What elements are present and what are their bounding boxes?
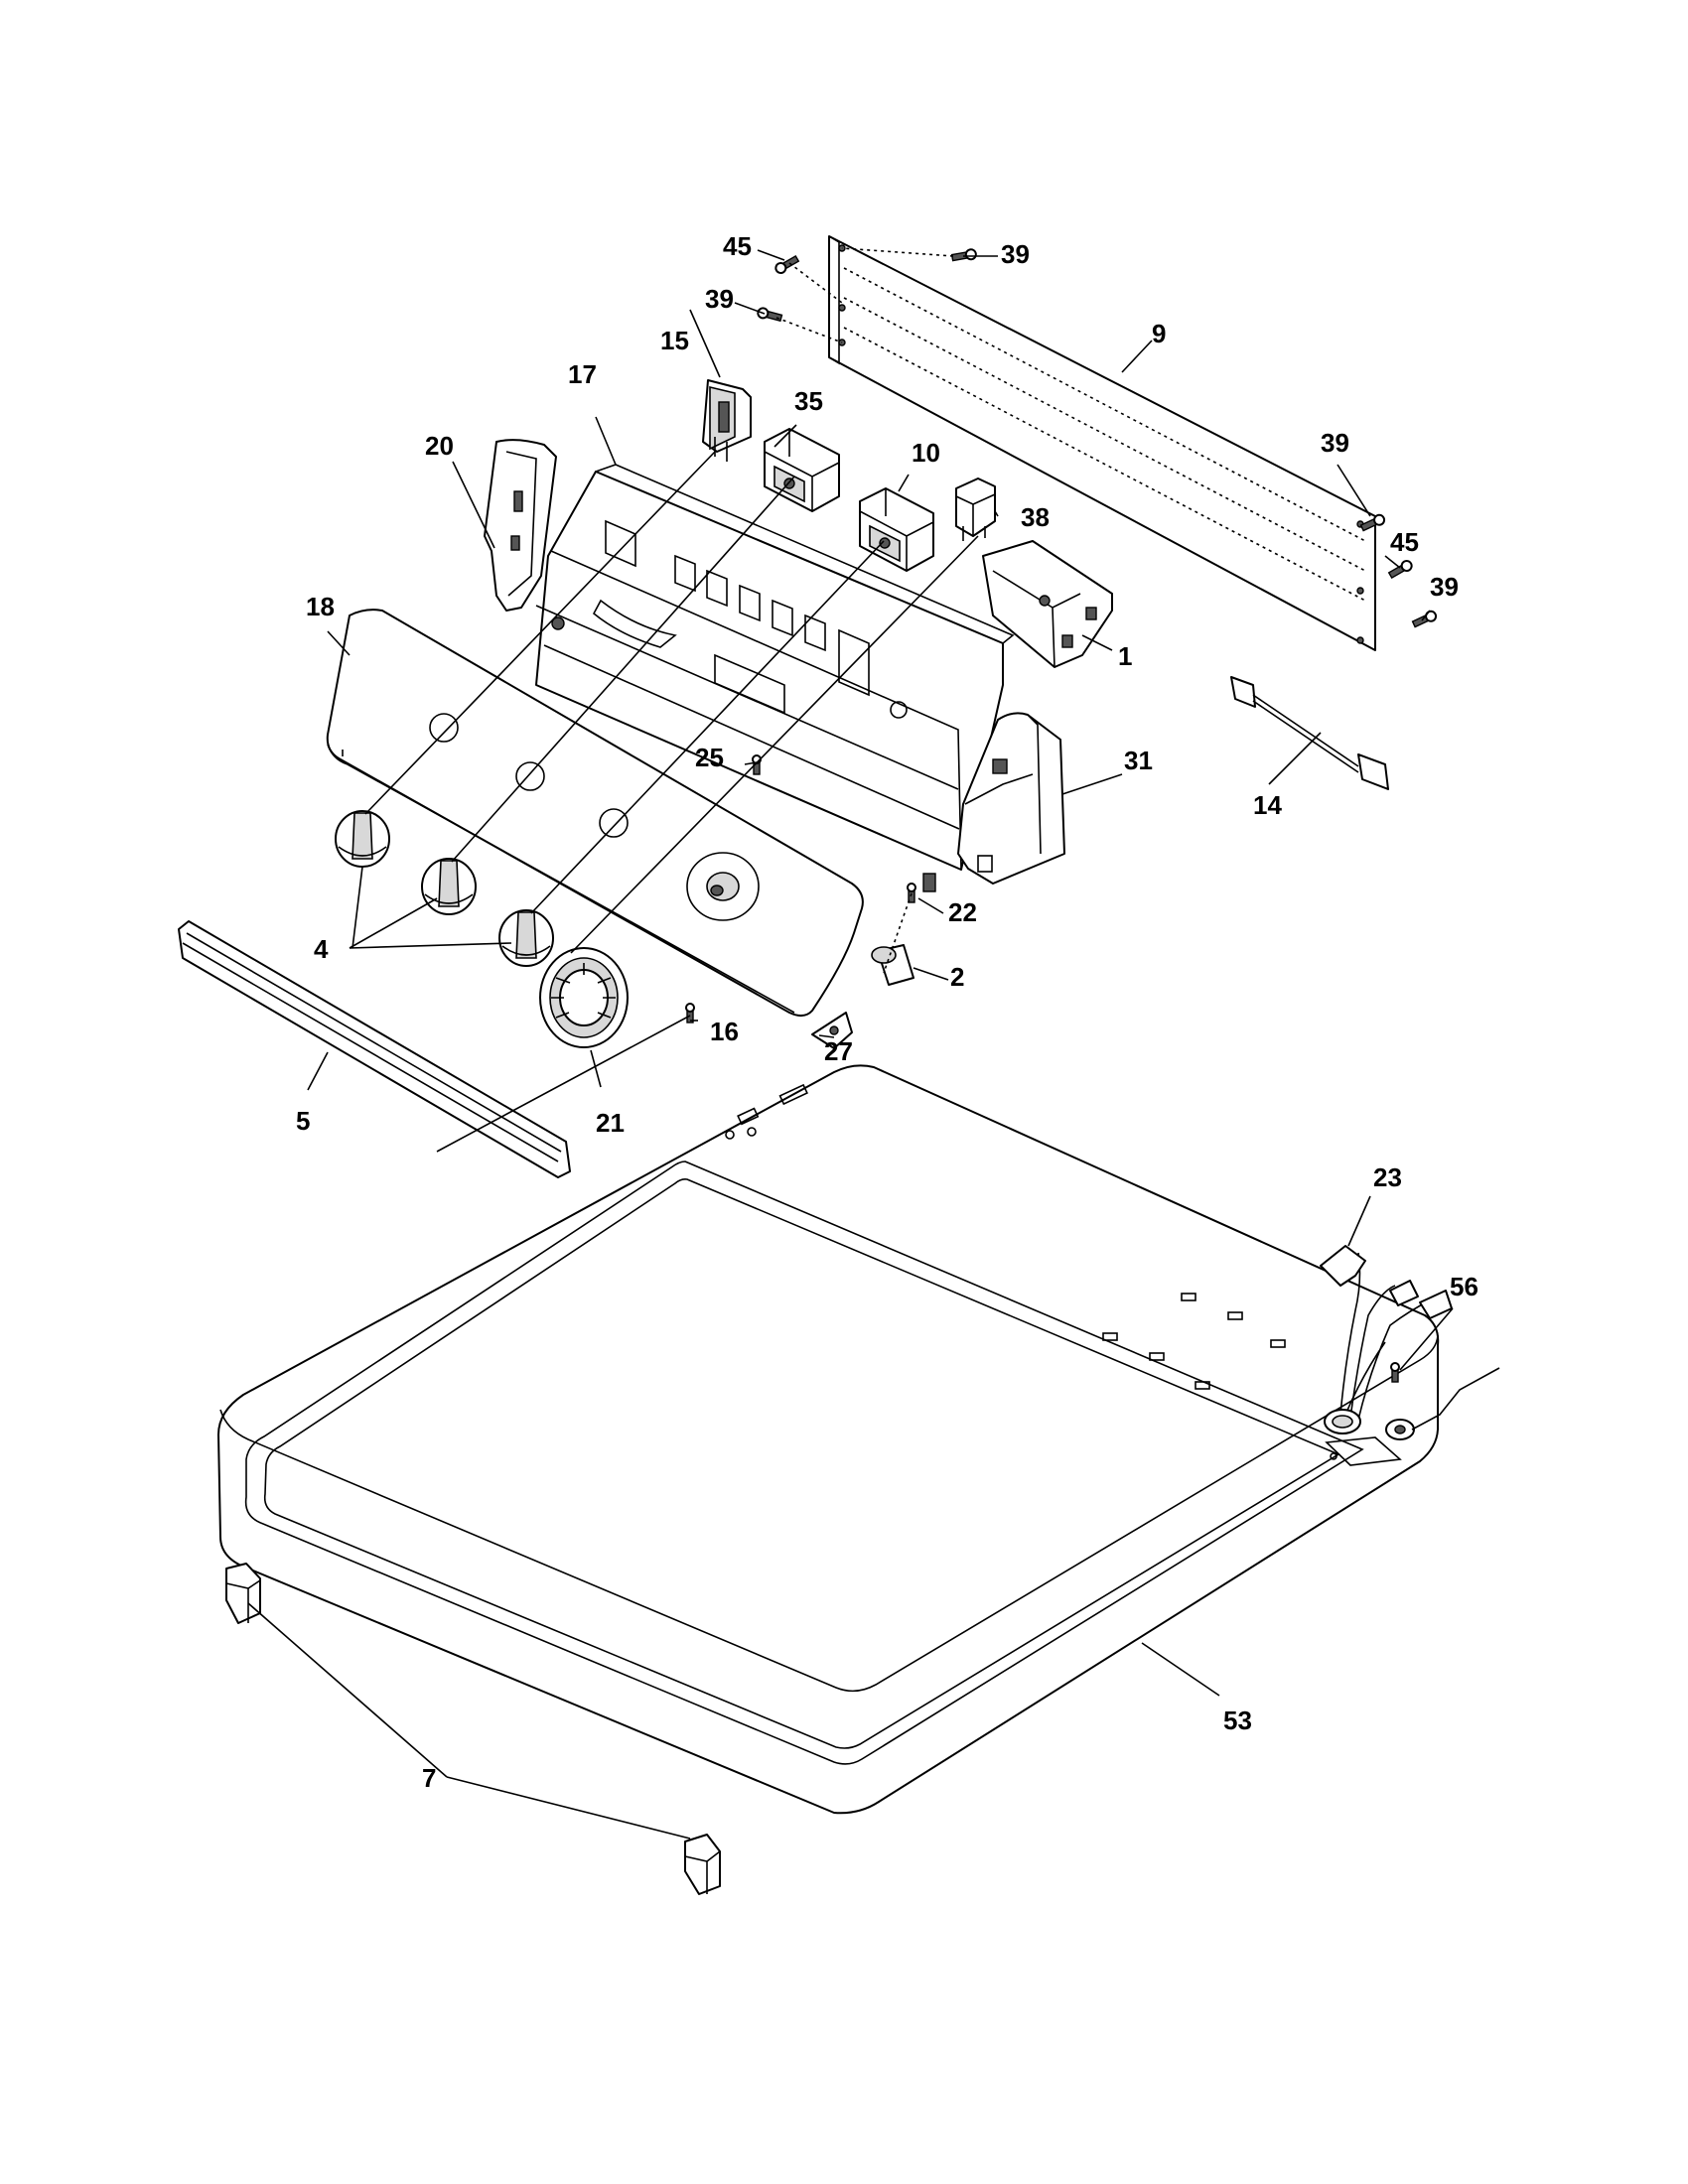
switch-part-38 bbox=[955, 478, 996, 541]
label-p15: 15 bbox=[660, 326, 689, 355]
label-p9: 9 bbox=[1152, 319, 1166, 348]
label-p31: 31 bbox=[1124, 746, 1153, 775]
label-p27: 27 bbox=[824, 1036, 853, 1066]
label-p38: 38 bbox=[1021, 502, 1050, 532]
control-panel-part-18 bbox=[326, 609, 864, 1017]
label-p25: 25 bbox=[695, 743, 724, 772]
label-p16: 16 bbox=[710, 1017, 739, 1046]
label-p39a: 39 bbox=[1001, 239, 1030, 269]
label-p35: 35 bbox=[794, 386, 823, 416]
label-p56: 56 bbox=[1450, 1272, 1478, 1301]
trim-strip-part-5 bbox=[178, 920, 571, 1178]
wire-harness-part-23 bbox=[1320, 1245, 1453, 1434]
label-p17: 17 bbox=[568, 359, 597, 389]
rear-panel-part-9 bbox=[828, 235, 1376, 651]
label-p10: 10 bbox=[912, 438, 940, 468]
right-end-cap-part-31 bbox=[957, 712, 1065, 885]
label-p23: 23 bbox=[1373, 1162, 1402, 1192]
label-p39d: 39 bbox=[1430, 572, 1459, 602]
cable-part-14 bbox=[1230, 676, 1389, 790]
label-p5: 5 bbox=[296, 1106, 310, 1136]
top-panel-part-53 bbox=[217, 1064, 1440, 1815]
console-housing-part-17 bbox=[535, 464, 1015, 892]
left-end-cap-part-20 bbox=[484, 439, 557, 612]
label-p45a: 45 bbox=[723, 231, 752, 261]
label-p39b: 39 bbox=[705, 284, 734, 314]
label-p20: 20 bbox=[425, 431, 454, 461]
bracket-part-1 bbox=[982, 540, 1113, 668]
label-p22: 22 bbox=[948, 897, 977, 927]
label-p53: 53 bbox=[1223, 1706, 1252, 1735]
leader-lines bbox=[247, 247, 1454, 1840]
small-parts bbox=[685, 754, 916, 1049]
dial-knob-part-21 bbox=[539, 947, 629, 1048]
clips-part-7 bbox=[225, 1563, 721, 1895]
bushing-part-2 bbox=[871, 944, 914, 986]
label-p4: 4 bbox=[314, 934, 329, 964]
clip-part-27 bbox=[811, 1012, 853, 1049]
switch-part-10 bbox=[859, 487, 934, 572]
label-p14: 14 bbox=[1253, 790, 1282, 820]
label-p1: 1 bbox=[1118, 641, 1132, 671]
label-p39c: 39 bbox=[1321, 428, 1349, 458]
label-p7: 7 bbox=[422, 1763, 436, 1793]
part-number-labels: 45 39 39 9 15 17 35 20 10 38 39 45 39 18… bbox=[296, 231, 1478, 1793]
label-p45b: 45 bbox=[1390, 527, 1419, 557]
ground-wire-part-56 bbox=[1385, 1362, 1500, 1440]
label-p21: 21 bbox=[596, 1108, 625, 1138]
switch-part-35 bbox=[764, 428, 840, 512]
knobs-part-4 bbox=[335, 810, 554, 967]
label-p18: 18 bbox=[306, 592, 335, 621]
label-p2: 2 bbox=[950, 962, 964, 992]
switch-part-15 bbox=[702, 379, 752, 462]
